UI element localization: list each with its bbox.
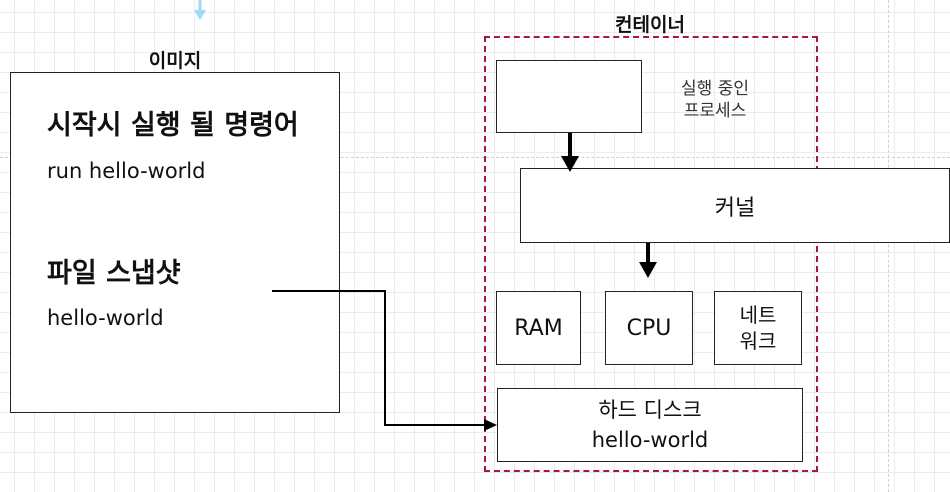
container-boundary — [484, 36, 818, 472]
startup-command-value: run hello-world — [47, 159, 206, 183]
file-snapshot-heading: 파일 스냅샷 — [47, 258, 181, 289]
kernel-label: 커널 — [714, 195, 756, 221]
kernel-box[interactable]: 커널 — [520, 168, 950, 243]
ram-label: RAM — [514, 315, 563, 341]
running-process-box[interactable] — [496, 60, 642, 133]
running-process-label: 실행 중인 프로세스 — [660, 78, 770, 122]
horizontal-guide-line — [0, 157, 950, 158]
top-down-arrow-icon — [194, 0, 206, 20]
vertical-guide-line — [888, 0, 889, 492]
image-box[interactable]: 시작시 실행 될 명령어 run hello-world 파일 스냅샷 hell… — [10, 72, 340, 413]
network-label-line1: 네트 — [739, 303, 777, 327]
hard-disk-value: hello-world — [591, 428, 709, 452]
startup-command-heading: 시작시 실행 될 명령어 — [47, 110, 299, 141]
hard-disk-box[interactable]: 하드 디스크 hello-world — [497, 388, 803, 462]
cpu-box[interactable]: CPU — [605, 291, 693, 365]
hard-disk-label: 하드 디스크 — [598, 398, 702, 422]
image-title: 이미지 — [148, 50, 202, 72]
container-title: 컨테이너 — [615, 14, 685, 36]
file-snapshot-value: hello-world — [47, 306, 164, 330]
network-box[interactable]: 네트 워크 — [714, 291, 802, 365]
cpu-label: CPU — [626, 315, 672, 341]
running-process-label-line1: 실행 중인 — [681, 79, 749, 99]
network-label-line2: 워크 — [739, 329, 777, 353]
running-process-label-line2: 프로세스 — [683, 101, 747, 121]
ram-box[interactable]: RAM — [496, 291, 581, 365]
